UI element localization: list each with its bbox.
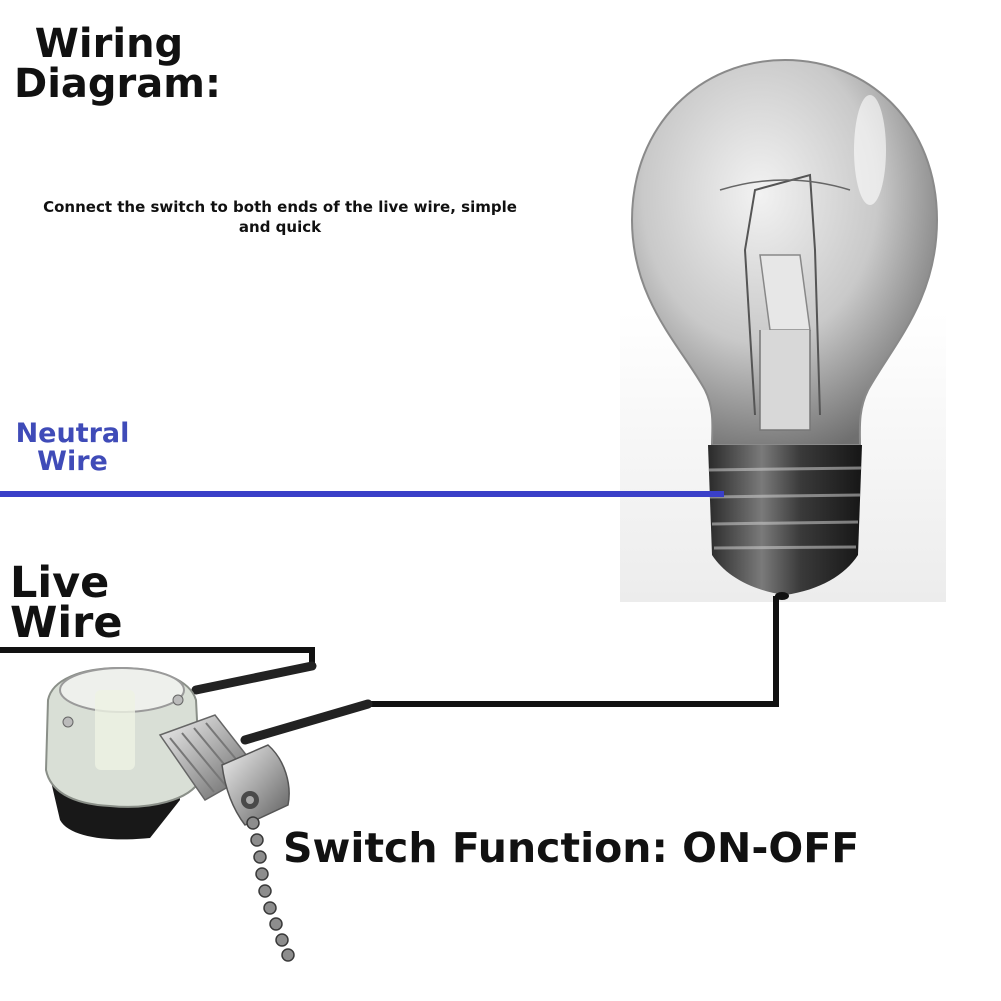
diagram-subtitle: Connect the switch to both ends of the l… bbox=[43, 198, 517, 236]
pull-chain-switch-icon bbox=[44, 666, 290, 840]
live-wire-source bbox=[0, 647, 315, 666]
switch-function-label: Switch Function: ON-OFF bbox=[283, 824, 860, 872]
pull-chain-icon bbox=[246, 816, 295, 962]
switch-leads bbox=[191, 661, 373, 745]
live-wire-load bbox=[368, 596, 779, 707]
light-bulb-icon bbox=[630, 58, 939, 600]
live-wire-label: Live Wire bbox=[10, 558, 123, 648]
neutral-wire-label: Neutral Wire bbox=[15, 418, 130, 477]
diagram-title: Wiring Diagram: bbox=[14, 21, 221, 107]
